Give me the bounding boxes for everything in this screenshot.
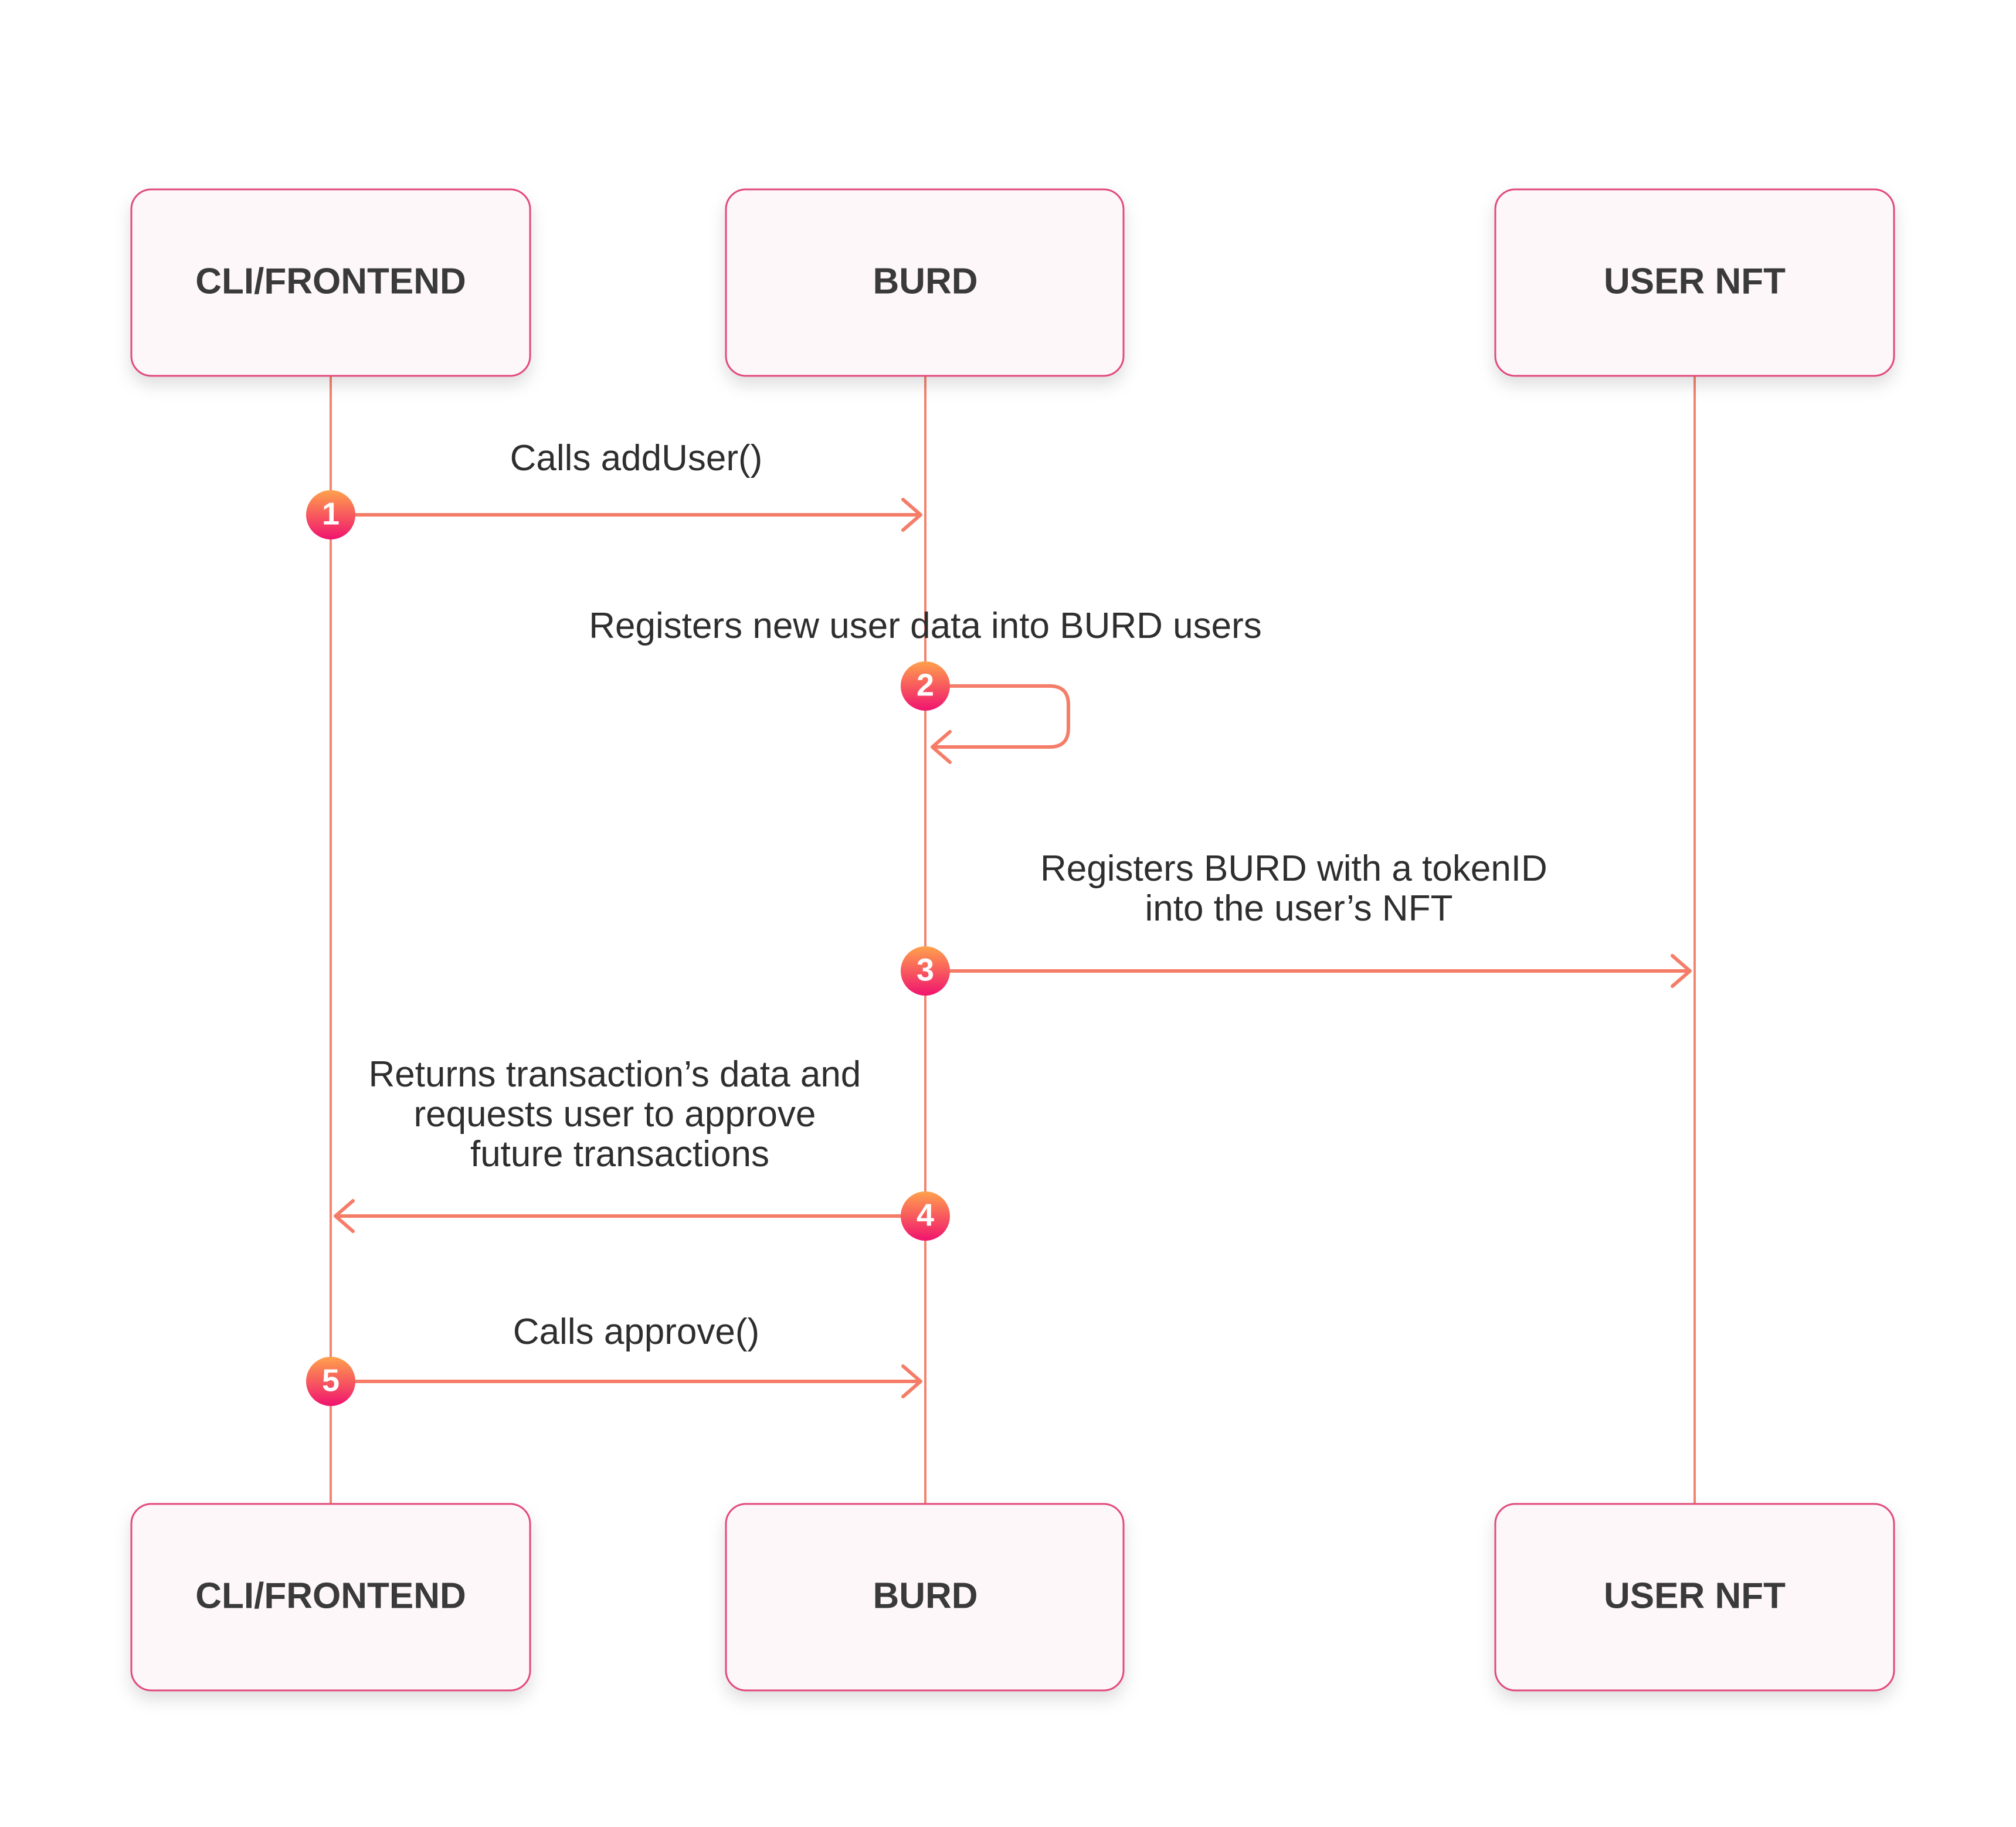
participant-label: CLI/FRONTEND	[195, 261, 466, 301]
participant-label: USER NFT	[1604, 261, 1786, 301]
message-label: Registers new user data into BURD users	[589, 606, 1261, 646]
step-number: 1	[322, 496, 340, 531]
participant-label: BURD	[873, 261, 978, 301]
arrowhead-right-icon	[901, 498, 922, 532]
participants-bottom: CLI/FRONTEND BURD USER NFT	[130, 1503, 1895, 1692]
messages: Calls addUser() 1 Registers new user dat…	[306, 438, 1692, 1406]
participant-burd-bottom: BURD	[725, 1503, 1125, 1692]
participant-label: BURD	[873, 1575, 978, 1616]
message-5: Calls approve() 5	[306, 1312, 922, 1406]
self-call-arrow	[924, 684, 1070, 749]
message-4: Returns transaction’s data and requests …	[334, 1054, 950, 1241]
message-label: Registers BURD with a tokenID into the u…	[1040, 848, 1557, 929]
participant-user-nft-bottom: USER NFT	[1494, 1503, 1895, 1692]
step-number: 4	[917, 1197, 934, 1232]
message-label-line: Calls approve()	[513, 1312, 759, 1352]
participant-label: CLI/FRONTEND	[195, 1575, 466, 1616]
message-label-line: Returns transaction’s data and	[368, 1054, 861, 1095]
step-badge: 1	[306, 490, 355, 539]
message-label: Calls addUser()	[510, 438, 763, 478]
message-1: Calls addUser() 1	[306, 438, 922, 539]
arrowhead-left-icon	[931, 730, 952, 764]
message-label: Returns transaction’s data and requests …	[368, 1054, 871, 1174]
message-label-line: Registers BURD with a tokenID	[1040, 848, 1547, 889]
message-label: Calls approve()	[513, 1312, 759, 1352]
participant-cli-top: CLI/FRONTEND	[130, 188, 531, 377]
participant-cli-bottom: CLI/FRONTEND	[130, 1503, 531, 1692]
participant-user-nft-top: USER NFT	[1494, 188, 1895, 377]
participant-burd-top: BURD	[725, 188, 1125, 377]
participants-top: CLI/FRONTEND BURD USER NFT	[130, 188, 1895, 377]
lifelines	[330, 375, 1696, 1504]
message-label-line: requests user to approve	[413, 1094, 816, 1135]
step-number: 5	[322, 1363, 340, 1398]
step-number: 2	[917, 667, 934, 702]
participant-label: USER NFT	[1604, 1575, 1786, 1616]
step-badge: 4	[901, 1191, 950, 1241]
message-label-line: into the user’s NFT	[1145, 888, 1453, 929]
message-2: Registers new user data into BURD users …	[589, 606, 1262, 764]
arrowhead-right-icon	[1671, 954, 1692, 988]
arrowhead-left-icon	[334, 1199, 355, 1233]
message-label-line: Registers new user data into BURD users	[589, 606, 1261, 646]
step-badge: 3	[901, 946, 950, 996]
arrowhead-right-icon	[901, 1364, 922, 1398]
message-label-line: Calls addUser()	[510, 438, 763, 478]
message-3: Registers BURD with a tokenID into the u…	[901, 848, 1692, 996]
message-label-line: future transactions	[470, 1134, 769, 1174]
step-number: 3	[917, 952, 934, 987]
step-badge: 5	[306, 1357, 355, 1406]
step-badge: 2	[901, 661, 950, 711]
